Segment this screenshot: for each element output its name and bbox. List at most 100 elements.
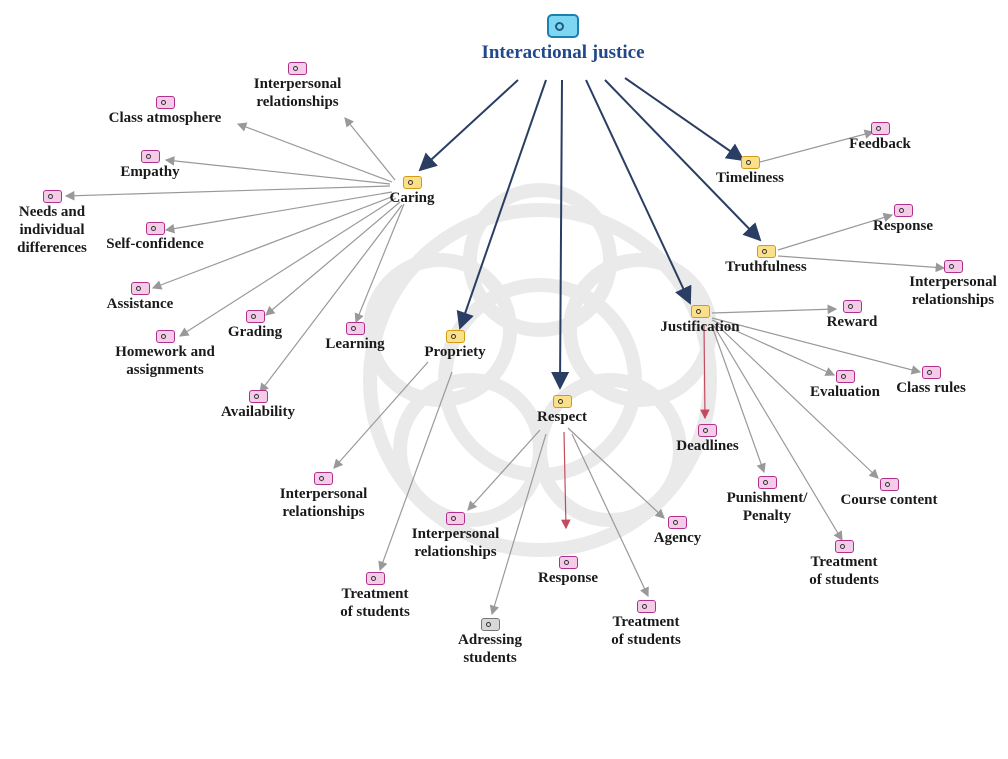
category-justification[interactable]: Justification <box>650 305 750 336</box>
code-label: Self-confidence <box>106 236 204 252</box>
edge-root-respect <box>551 79 570 390</box>
code-label: Grading <box>227 324 283 340</box>
code-icon <box>757 476 777 489</box>
code-label: Homework and assignments <box>115 344 215 378</box>
edge-respect-treatment <box>571 433 649 598</box>
code-label: Course content <box>840 492 938 508</box>
code-icon <box>288 62 307 75</box>
code-caring-self-confidence[interactable]: Self-confidence <box>90 222 220 253</box>
code-caring-interpersonal[interactable]: Interpersonal relationships <box>240 62 355 111</box>
code-icon <box>668 516 687 529</box>
category-timeliness[interactable]: Timeliness <box>705 156 795 187</box>
code-label: Treatment of students <box>809 554 879 588</box>
edge-justification-evaluation <box>711 319 836 376</box>
root-label: Interactional justice <box>481 42 645 63</box>
edge-respect-response <box>561 431 571 530</box>
code-caring-homework[interactable]: Homework and assignments <box>105 330 225 379</box>
edge-caring-self-confidence <box>164 191 393 234</box>
edge-caring-interpersonal <box>344 117 396 181</box>
category-truthfulness[interactable]: Truthfulness <box>714 245 818 276</box>
code-icon <box>155 96 175 109</box>
code-label: Treatment of students <box>611 614 681 648</box>
code-icon <box>155 330 175 343</box>
code-label: Interpersonal relationships <box>279 486 368 520</box>
code-icon <box>480 618 500 631</box>
root-node[interactable]: Interactional justice <box>478 14 648 62</box>
code-icon <box>42 190 62 203</box>
code-respect-agency[interactable]: Agency <box>640 516 715 547</box>
code-caring-class-atmosphere[interactable]: Class atmosphere <box>95 96 235 127</box>
root-code-icon <box>547 14 579 38</box>
code-icon <box>314 472 333 485</box>
code-respect-interpersonal[interactable]: Interpersonal relationships <box>398 512 513 561</box>
edge-justification-course-content <box>715 323 879 479</box>
edge-caring-homework <box>178 197 397 337</box>
code-truthfulness-response[interactable]: Response <box>858 204 948 235</box>
code-justification-class-rules[interactable]: Class rules <box>886 366 976 397</box>
edge-caring-empathy <box>164 156 391 185</box>
code-caring-grading[interactable]: Grading <box>215 310 295 341</box>
code-label: Learning <box>325 336 385 352</box>
code-respect-response[interactable]: Response <box>528 556 608 587</box>
edge-propriety-treatment <box>378 371 453 572</box>
code-icon <box>130 282 150 295</box>
edge-caring-needs <box>64 185 391 201</box>
code-propriety-interpersonal[interactable]: Interpersonal relationships <box>266 472 381 521</box>
code-caring-assistance[interactable]: Assistance <box>95 282 185 313</box>
code-caring-empathy[interactable]: Empathy <box>110 150 190 181</box>
code-justification-evaluation[interactable]: Evaluation <box>800 370 890 401</box>
code-icon <box>834 540 854 553</box>
code-icon <box>921 366 941 379</box>
edge-root-timeliness <box>624 77 745 162</box>
edge-propriety-interpersonal <box>333 361 429 469</box>
code-propriety-treatment[interactable]: Treatment of students <box>325 572 425 621</box>
edge-truthfulness-interpersonal <box>777 255 946 273</box>
code-label: Agency <box>653 530 702 546</box>
category-caring[interactable]: Caring <box>382 176 442 207</box>
code-label: Interpersonal relationships <box>909 274 997 308</box>
timeliness-label: Timeliness <box>715 170 785 186</box>
code-caring-availability[interactable]: Availability <box>208 390 308 421</box>
propriety-code-icon <box>445 330 465 343</box>
code-icon <box>558 556 578 569</box>
code-justification-punishment[interactable]: Punishment/ Penalty <box>718 476 816 525</box>
edge-root-propriety <box>456 79 547 330</box>
code-icon <box>446 512 465 525</box>
code-label: Empathy <box>120 164 180 180</box>
justification-code-icon <box>690 305 710 318</box>
code-caring-needs[interactable]: Needs and individual differences <box>6 190 98 257</box>
edge-caring-learning <box>354 203 405 324</box>
code-justification-course-content[interactable]: Course content <box>830 478 948 509</box>
category-propriety[interactable]: Propriety <box>415 330 495 361</box>
code-justification-reward[interactable]: Reward <box>812 300 892 331</box>
code-label: Class atmosphere <box>108 110 222 126</box>
edge-respect-interpersonal <box>467 429 541 511</box>
truthfulness-code-icon <box>756 245 776 258</box>
edge-justification-class-rules <box>711 317 922 375</box>
edge-truthfulness-response <box>777 212 894 251</box>
edge-caring-availability <box>259 204 403 393</box>
code-label: Punishment/ Penalty <box>726 490 808 524</box>
code-icon <box>248 390 268 403</box>
code-icon <box>879 478 899 491</box>
code-truthfulness-interpersonal[interactable]: Interpersonal relationships <box>898 260 1008 309</box>
code-justification-deadlines[interactable]: Deadlines <box>665 424 750 455</box>
edge-timeliness-feedback <box>759 129 875 163</box>
code-caring-learning[interactable]: Learning <box>315 322 395 353</box>
code-respect-addressing[interactable]: Adressing students <box>440 618 540 667</box>
code-timeliness-feedback[interactable]: Feedback <box>835 122 925 153</box>
code-icon <box>140 150 160 163</box>
code-label: Interpersonal relationships <box>411 526 500 560</box>
code-label: Evaluation <box>809 384 881 400</box>
code-justification-treatment[interactable]: Treatment of students <box>798 540 890 589</box>
code-label: Response <box>537 570 598 586</box>
code-respect-treatment[interactable]: Treatment of students <box>596 600 696 649</box>
code-icon <box>842 300 862 313</box>
code-icon <box>943 260 963 273</box>
caring-label: Caring <box>389 190 435 206</box>
code-label: Adressing students <box>458 632 522 666</box>
category-respect[interactable]: Respect <box>522 395 602 426</box>
edge-respect-addressing <box>489 433 547 616</box>
